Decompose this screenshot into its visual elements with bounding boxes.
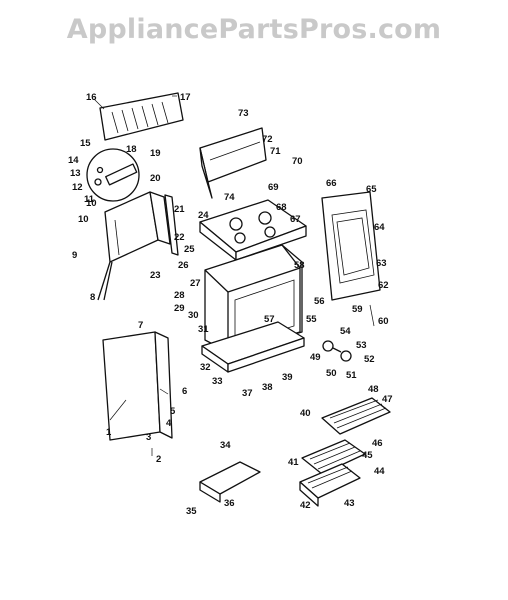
callout-41: 41	[288, 457, 299, 468]
callout-31: 31	[198, 324, 209, 335]
callout-17: 17	[180, 92, 191, 103]
callout-47: 47	[382, 394, 393, 405]
callout-69: 69	[268, 182, 279, 193]
callout-60: 60	[378, 316, 389, 327]
callout-62: 62	[378, 280, 389, 291]
callout-29: 29	[174, 303, 185, 314]
callout-74: 74	[224, 192, 235, 203]
callout-55: 55	[306, 314, 317, 325]
broiler-pan[interactable]	[301, 439, 366, 475]
callout-48: 48	[368, 384, 379, 395]
callout-36: 36	[224, 498, 235, 509]
callout-21: 21	[174, 204, 185, 215]
callout-71: 71	[270, 146, 281, 157]
callout-37: 37	[242, 388, 253, 399]
callout-68: 68	[276, 202, 287, 213]
callout-46: 46	[372, 438, 383, 449]
callout-33: 33	[212, 376, 223, 387]
callout-labels: 1 2 3 4 5 6 7 8 9 10 10 11 12 13 14 15 1…	[68, 92, 393, 517]
side-trim[interactable]	[164, 194, 179, 256]
oven-door[interactable]	[321, 191, 381, 301]
cooktop[interactable]	[199, 199, 307, 261]
callout-18: 18	[126, 144, 137, 155]
callout-22: 22	[174, 232, 185, 243]
callout-10-a: 10	[86, 198, 97, 209]
broiler-drawer[interactable]	[199, 461, 261, 503]
callout-42: 42	[300, 500, 311, 511]
broiler-grid[interactable]	[299, 463, 361, 507]
callout-40: 40	[300, 408, 311, 419]
control-knob-detail[interactable]	[86, 148, 140, 202]
control-panel[interactable]	[97, 191, 171, 301]
callout-63: 63	[376, 258, 387, 269]
callout-73: 73	[238, 108, 249, 119]
oven-rack[interactable]	[321, 397, 391, 435]
callout-39: 39	[282, 372, 293, 383]
callout-49: 49	[310, 352, 321, 363]
callout-45: 45	[362, 450, 373, 461]
callout-44: 44	[374, 466, 385, 477]
callout-9: 9	[72, 250, 77, 261]
callout-1: 1	[106, 427, 112, 438]
callout-24: 24	[198, 210, 209, 221]
callout-65: 65	[366, 184, 377, 195]
callout-51: 51	[346, 370, 357, 381]
callout-4: 4	[166, 418, 172, 429]
callout-25: 25	[184, 244, 195, 255]
callout-52: 52	[364, 354, 375, 365]
callout-5: 5	[170, 406, 176, 417]
callout-34: 34	[220, 440, 231, 451]
side-panel[interactable]	[102, 331, 173, 441]
callout-3: 3	[146, 432, 151, 443]
callout-26: 26	[178, 260, 189, 271]
backguard-panel[interactable]	[99, 92, 184, 141]
callout-7: 7	[138, 320, 143, 331]
callout-43: 43	[344, 498, 355, 509]
callout-10-b: 10	[78, 214, 89, 225]
callout-11: 11	[84, 194, 95, 205]
site-watermark: AppliancePartsPros.com	[66, 14, 442, 45]
leader-lines	[93, 95, 375, 456]
callout-38: 38	[262, 382, 273, 393]
callout-72: 72	[262, 134, 273, 145]
callout-50: 50	[326, 368, 337, 379]
callout-19: 19	[150, 148, 161, 159]
callout-2: 2	[156, 454, 161, 465]
callout-15: 15	[80, 138, 91, 149]
callout-14: 14	[68, 155, 79, 166]
callout-53: 53	[356, 340, 367, 351]
callout-16: 16	[86, 92, 97, 103]
callout-13: 13	[70, 168, 81, 179]
callout-8: 8	[90, 292, 95, 303]
callout-23: 23	[150, 270, 161, 281]
callout-54: 54	[340, 326, 351, 337]
callout-30: 30	[188, 310, 199, 321]
callout-12: 12	[72, 182, 83, 193]
callout-28: 28	[174, 290, 185, 301]
callout-20: 20	[150, 173, 161, 184]
callout-66: 66	[326, 178, 337, 189]
burner-valve[interactable]	[322, 340, 352, 362]
callout-6: 6	[182, 386, 187, 397]
rear-vent[interactable]	[199, 127, 267, 199]
callout-58: 58	[294, 260, 305, 271]
callout-59: 59	[352, 304, 363, 315]
callout-70: 70	[292, 156, 303, 167]
callout-32: 32	[200, 362, 211, 373]
callout-57: 57	[264, 314, 275, 325]
callout-56: 56	[314, 296, 325, 307]
storage-drawer[interactable]	[201, 321, 305, 373]
callout-27: 27	[190, 278, 201, 289]
callout-64: 64	[374, 222, 385, 233]
callout-35: 35	[186, 506, 197, 517]
callout-67: 67	[290, 214, 301, 225]
